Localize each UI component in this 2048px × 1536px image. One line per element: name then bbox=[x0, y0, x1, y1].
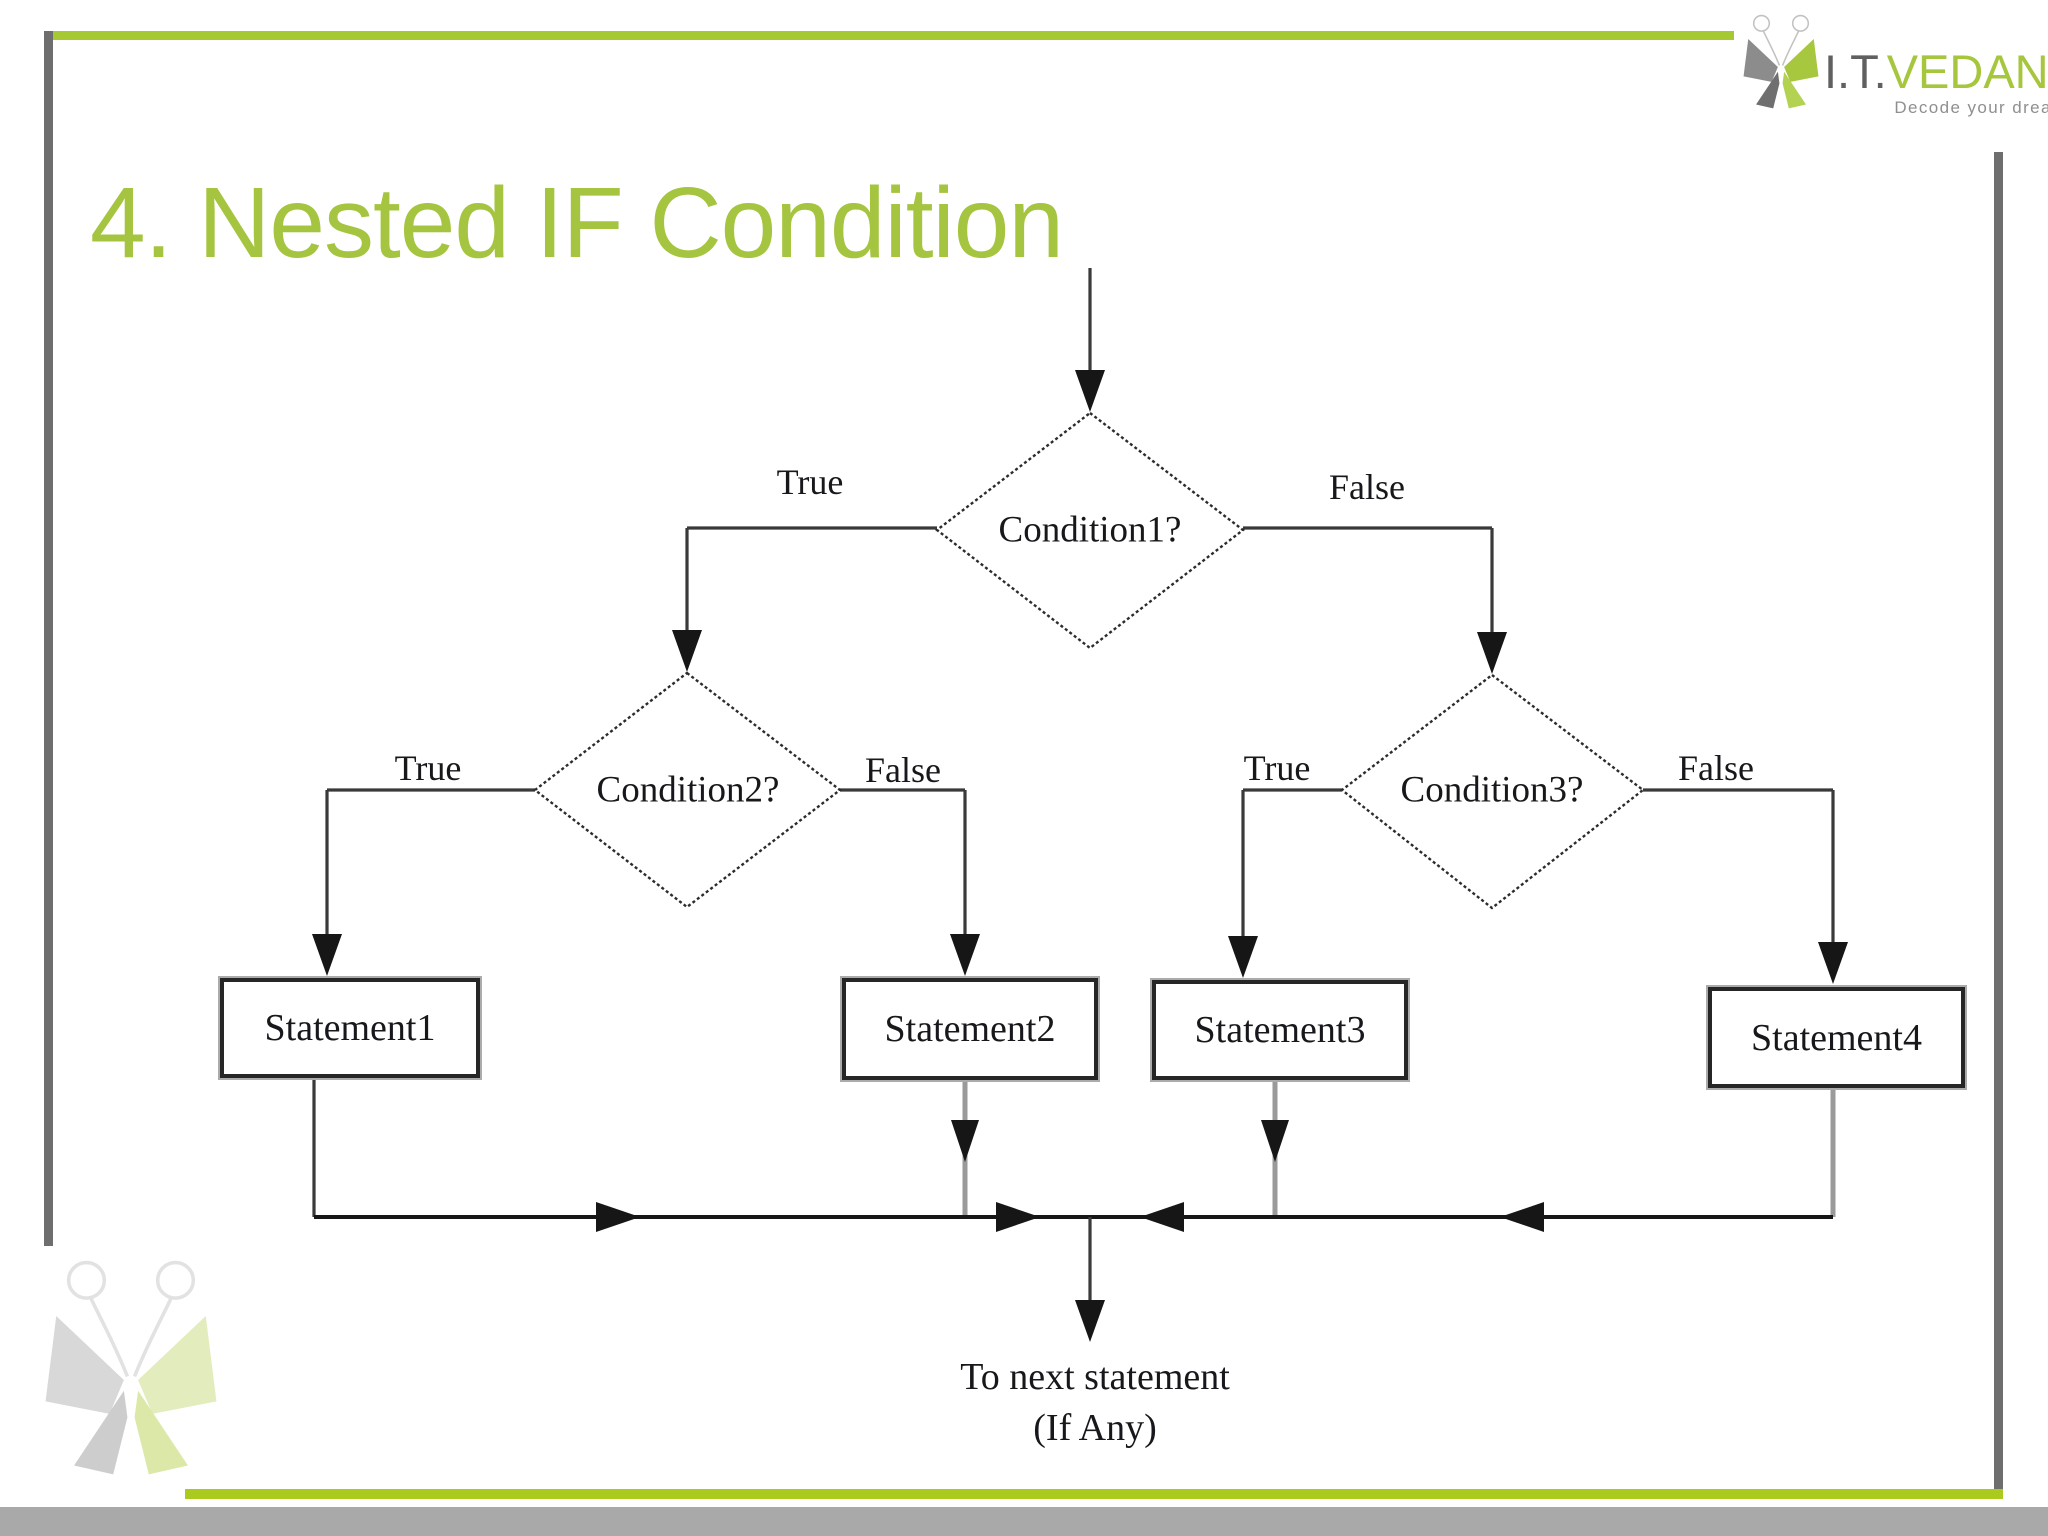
arrow-to-statement4-head bbox=[1818, 942, 1848, 984]
brand-prefix: I.T. bbox=[1824, 45, 1887, 98]
statement2-label: Statement2 bbox=[884, 1008, 1056, 1050]
arrow-entry-head bbox=[1075, 370, 1105, 412]
arrow-to-condition3-head bbox=[1477, 632, 1507, 674]
statement1-box: Statement1 bbox=[220, 978, 480, 1078]
statement4-box: Statement4 bbox=[1708, 987, 1965, 1088]
butterfly-wing bbox=[138, 1315, 217, 1414]
logo: I.T.VEDANT Decode your dreams bbox=[1742, 8, 2048, 118]
decision-condition3 bbox=[1340, 673, 1645, 910]
arrow-to-statement2-head bbox=[950, 934, 980, 976]
butterfly-wing bbox=[134, 1390, 188, 1475]
butterfly-antenna-tip-left bbox=[66, 1260, 107, 1300]
top-accent-line bbox=[46, 31, 1734, 40]
statement4-label: Statement4 bbox=[1751, 1016, 1922, 1059]
statement3-box: Statement3 bbox=[1152, 980, 1408, 1080]
arrow-to-statement1-head bbox=[312, 934, 342, 976]
condition3-true-label: True bbox=[1243, 748, 1311, 788]
butterfly-antenna-right bbox=[132, 1295, 174, 1378]
butterfly-antenna-tip-left bbox=[1752, 14, 1771, 32]
watermark-butterfly-icon bbox=[45, 1260, 217, 1475]
condition2-false-label: False bbox=[865, 750, 941, 790]
butterfly-antenna-right bbox=[1781, 30, 1800, 66]
arrow-to-statement3-head bbox=[1228, 936, 1258, 978]
butterfly-wing bbox=[1782, 71, 1806, 109]
butterfly-icon bbox=[1743, 14, 1819, 109]
butterfly-wing bbox=[45, 1315, 124, 1414]
bottom-accent-line bbox=[185, 1489, 2003, 1499]
butterfly-wing bbox=[1756, 71, 1780, 109]
brand-tagline: Decode your dreams bbox=[1894, 98, 2048, 117]
condition1-true-label: True bbox=[776, 462, 844, 502]
decision-condition2 bbox=[533, 671, 842, 909]
butterfly-wing bbox=[1743, 38, 1778, 82]
butterfly-wing bbox=[74, 1390, 128, 1475]
statement2-box: Statement2 bbox=[842, 978, 1098, 1080]
statement1-label: Statement1 bbox=[264, 1007, 436, 1049]
arrow-to-condition2-head bbox=[672, 630, 702, 672]
butterfly-antenna-tip-right bbox=[1791, 14, 1810, 32]
decision-condition1 bbox=[935, 411, 1245, 650]
end-label-line1: To next statement bbox=[960, 1356, 1230, 1398]
butterfly-wing bbox=[1784, 38, 1819, 82]
arrow-statement2-out-head bbox=[951, 1120, 979, 1162]
condition3-label: Condition3? bbox=[1400, 769, 1584, 811]
condition1-false-label: False bbox=[1329, 467, 1405, 507]
right-border-line bbox=[1994, 152, 2003, 1498]
page-title: 4. Nested IF Condition bbox=[90, 167, 1064, 279]
butterfly-antenna-tip-right bbox=[155, 1260, 196, 1300]
brand-text: I.T.VEDANT bbox=[1824, 48, 2048, 95]
condition1-label: Condition1? bbox=[998, 509, 1182, 551]
butterfly-antenna-left bbox=[88, 1295, 130, 1378]
left-border-line bbox=[44, 31, 53, 1246]
condition2-label: Condition2? bbox=[596, 769, 780, 811]
statement3-label: Statement3 bbox=[1194, 1009, 1366, 1051]
end-label-line2: (If Any) bbox=[1033, 1407, 1157, 1449]
brand-name: VEDANT bbox=[1886, 45, 2048, 98]
arrow-final-head bbox=[1075, 1300, 1105, 1342]
condition3-false-label: False bbox=[1678, 748, 1754, 788]
arrow-merge-right-1 bbox=[596, 1202, 640, 1232]
butterfly-antenna-left bbox=[1762, 30, 1781, 66]
arrow-merge-right-2 bbox=[996, 1202, 1040, 1232]
condition2-true-label: True bbox=[394, 748, 462, 788]
bottom-gray-bar bbox=[0, 1507, 2048, 1536]
arrow-merge-left-2 bbox=[1500, 1202, 1544, 1232]
arrow-statement3-out-head bbox=[1261, 1120, 1289, 1162]
arrow-merge-left-1 bbox=[1140, 1202, 1184, 1232]
